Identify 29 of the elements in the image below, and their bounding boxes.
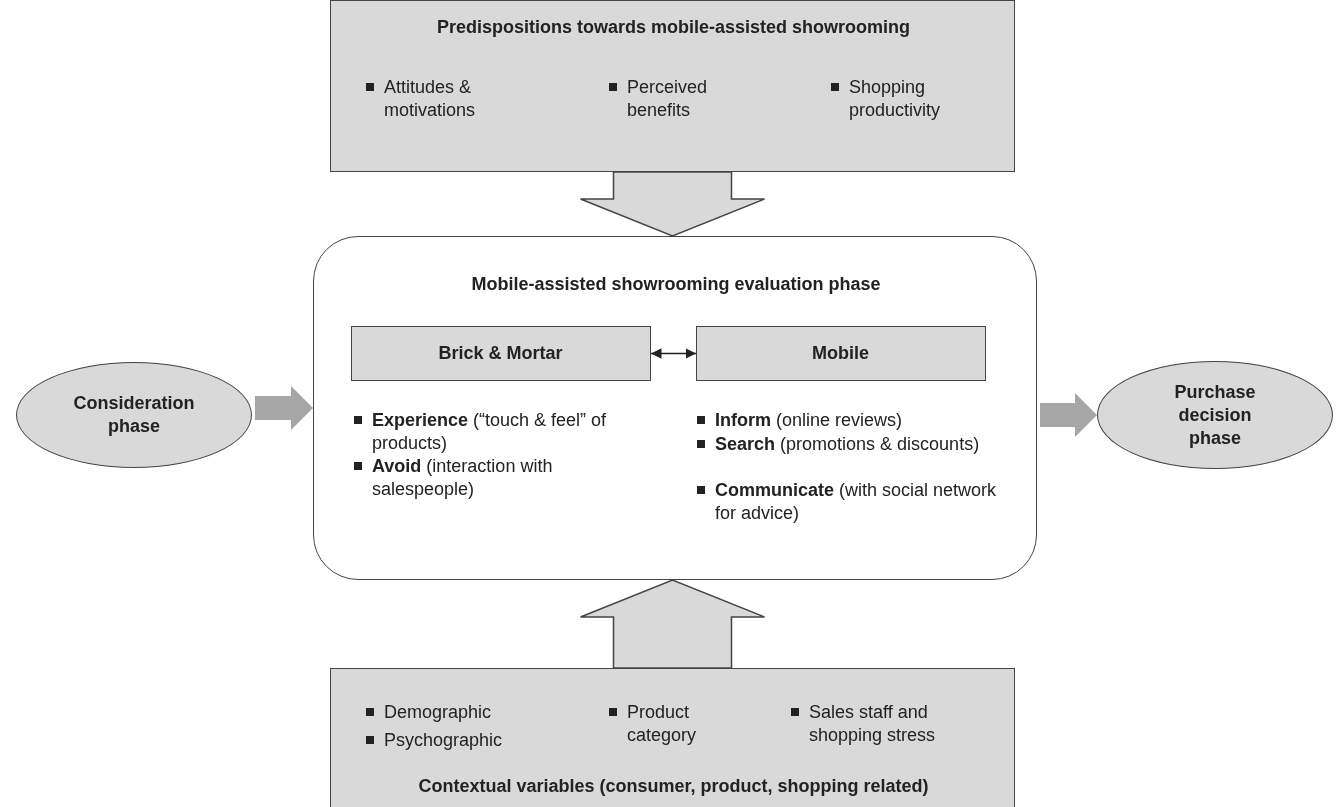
panel-title: Predispositions towards mobile-assisted showrooming <box>435 16 912 39</box>
factor-panel <box>330 0 1015 172</box>
panel-title: Mobile <box>811 342 870 365</box>
panel-title: Mobile-assisted showrooming evaluation phase <box>470 273 882 296</box>
bullet-text: Perceived benefits <box>627 76 709 122</box>
block-arrow <box>579 171 766 237</box>
panel-title: Brick & Mortar <box>437 342 564 365</box>
bullet-text: Demographic <box>384 701 492 724</box>
phase-label: Purchase decision phase <box>1173 380 1257 450</box>
channel-box <box>351 326 651 381</box>
factor-panel <box>330 668 1015 807</box>
bullet-text: Attitudes & motivations <box>384 76 477 122</box>
channel-box <box>696 326 986 381</box>
phase-panel <box>313 236 1037 580</box>
bullet-text: Shopping productivity <box>849 76 942 122</box>
bullet-text: Sales staff and shopping stress <box>809 701 937 747</box>
bullet-text: Communicate (with social network for advice) <box>715 479 998 525</box>
bullet-text: Experience (“touch & feel” of products) <box>372 409 608 455</box>
bullet-text: Search (promotions & discounts) <box>715 433 980 456</box>
bullet-text: Product category <box>627 701 698 747</box>
block-arrow <box>579 579 766 669</box>
block-arrow <box>1040 393 1097 437</box>
bullet-text: Avoid (interaction with salespeople) <box>372 455 554 501</box>
bullet-text: Inform (online reviews) <box>715 409 903 432</box>
block-arrow <box>255 386 313 430</box>
panel-title: Contextual variables (consumer, product, shopping related) <box>417 775 930 798</box>
phase-label: Consideration phase <box>72 392 196 438</box>
bullet-text: Psychographic <box>384 729 503 752</box>
arrow <box>650 348 697 359</box>
